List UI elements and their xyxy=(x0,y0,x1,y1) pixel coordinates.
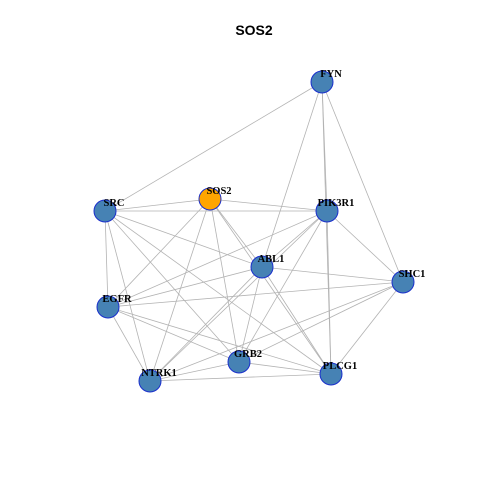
node-label-abl1: ABL1 xyxy=(258,254,285,265)
node-grb2 xyxy=(227,350,251,374)
edge-grb2-ntrk1 xyxy=(149,361,240,382)
node-label-ntrk1: NTRK1 xyxy=(141,368,177,379)
edge-sos2-pik3r1 xyxy=(209,198,328,212)
edge-fyn-shc1 xyxy=(321,81,404,283)
node-label-sos2: SOS2 xyxy=(206,186,231,197)
node-sos2 xyxy=(198,187,222,211)
node-shc1 xyxy=(391,270,415,294)
edge-abl1-shc1 xyxy=(261,266,404,283)
edge-egfr-ntrk1 xyxy=(107,306,151,382)
edge-abl1-ntrk1 xyxy=(149,266,263,382)
node-ntrk1 xyxy=(138,369,162,393)
edge-grb2-plcg1 xyxy=(238,361,332,375)
node-label-fyn: FYN xyxy=(320,69,342,80)
node-src xyxy=(93,199,117,223)
edge-pik3r1-shc1 xyxy=(326,210,404,283)
node-label-pik3r1: PIK3R1 xyxy=(318,198,355,209)
edge-sos2-abl1 xyxy=(209,198,263,268)
node-label-egfr: EGFR xyxy=(102,294,132,305)
edge-shc1-grb2 xyxy=(238,281,404,363)
edge-shc1-ntrk1 xyxy=(149,281,404,382)
edge-sos2-plcg1 xyxy=(209,198,332,375)
edge-pik3r1-abl1 xyxy=(261,210,328,268)
edge-src-ntrk1 xyxy=(104,210,151,382)
edge-src-abl1 xyxy=(104,210,263,268)
node-pik3r1 xyxy=(315,199,339,223)
node-label-grb2: GRB2 xyxy=(234,349,262,360)
edge-pik3r1-plcg1 xyxy=(326,210,332,375)
edge-sos2-grb2 xyxy=(209,198,240,363)
edge-abl1-plcg1 xyxy=(261,266,332,375)
node-plcg1 xyxy=(319,362,343,386)
graph-title: SOS2 xyxy=(235,22,273,38)
edge-fyn-abl1 xyxy=(261,81,323,268)
edge-src-egfr xyxy=(104,210,109,308)
node-label-shc1: SHC1 xyxy=(399,269,426,280)
node-fyn xyxy=(310,70,334,94)
edge-pik3r1-grb2 xyxy=(238,210,328,363)
edge-ntrk1-plcg1 xyxy=(149,373,332,382)
edge-src-plcg1 xyxy=(104,210,332,375)
node-egfr xyxy=(96,295,120,319)
edge-pik3r1-egfr xyxy=(107,210,328,308)
edge-fyn-src xyxy=(104,81,323,212)
edge-shc1-plcg1 xyxy=(330,281,404,375)
edge-sos2-egfr xyxy=(107,198,211,308)
edge-src-sos2 xyxy=(104,198,211,212)
edge-abl1-egfr xyxy=(107,266,263,308)
node-label-src: SRC xyxy=(103,198,124,209)
edge-egfr-plcg1 xyxy=(107,306,332,375)
edge-abl1-grb2 xyxy=(238,266,263,363)
edge-src-grb2 xyxy=(104,210,240,363)
edge-shc1-egfr xyxy=(107,281,404,308)
edge-sos2-ntrk1 xyxy=(149,198,211,382)
edge-egfr-grb2 xyxy=(107,306,240,363)
edges-layer xyxy=(104,81,404,382)
node-abl1 xyxy=(250,255,274,279)
node-label-plcg1: PLCG1 xyxy=(323,361,357,372)
